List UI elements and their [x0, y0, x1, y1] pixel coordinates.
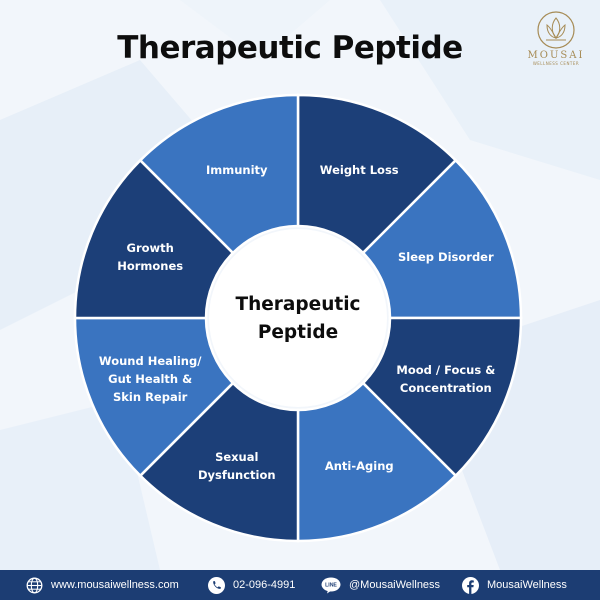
center-circle [209, 229, 387, 407]
footer-facebook[interactable]: MousaiWellness [462, 570, 567, 600]
footer-line[interactable]: LINE @MousaiWellness [321, 570, 440, 600]
wheel-segment [361, 316, 523, 478]
brand-name: MOUSAI [527, 50, 585, 61]
facebook-text: MousaiWellness [487, 579, 567, 591]
line-text: @MousaiWellness [349, 579, 441, 591]
wheel-segment [138, 381, 300, 543]
wheel-segment [296, 93, 458, 255]
footer-bar: www.mousaiwellness.com 02-096-4991 LINE … [0, 570, 600, 600]
page-title: Therapeutic Peptide [117, 30, 463, 66]
wheel-segment [296, 381, 458, 543]
wheel-segment [73, 158, 235, 320]
brand-logo: MOUSAI WELLNESS CENTER [523, 10, 589, 66]
footer-phone[interactable]: 02-096-4991 [208, 570, 295, 600]
website-text: www.mousaiwellness.com [51, 579, 179, 591]
wheel-segment [138, 93, 300, 255]
phone-icon [208, 576, 225, 594]
segment-label: Wound Healing/Gut Health &Skin Repair [99, 354, 202, 404]
lotus-icon [537, 11, 575, 49]
segment-label: Mood / Focus &Concentration [396, 363, 495, 395]
line-badge: LINE [325, 582, 337, 588]
wheel-segment [73, 316, 235, 478]
line-chat-icon: LINE [321, 577, 341, 594]
facebook-icon [462, 576, 479, 594]
segment-label: Sleep Disorder [398, 250, 494, 264]
globe-icon [26, 577, 43, 594]
footer-website[interactable]: www.mousaiwellness.com [26, 570, 179, 600]
wheel-segment [361, 158, 523, 320]
segment-label: Anti-Aging [325, 459, 394, 473]
brand-tagline: WELLNESS CENTER [532, 61, 580, 66]
segment-label: Weight Loss [320, 163, 399, 177]
segment-label: Immunity [206, 163, 268, 177]
phone-text: 02-096-4991 [233, 579, 296, 591]
